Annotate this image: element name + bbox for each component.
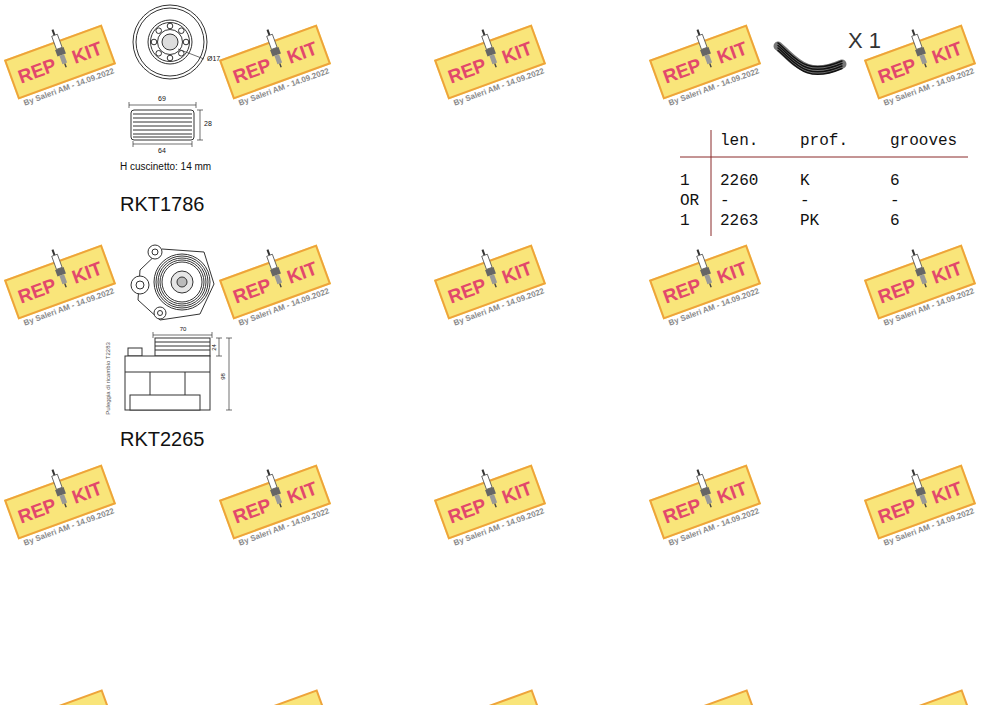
- watermark-logo: REPKITBy Saleri AM - 14.09.2022: [4, 464, 116, 539]
- dimension-label: 64: [158, 147, 166, 155]
- part-number: RKT1786: [120, 193, 205, 216]
- table-cell: -: [800, 192, 810, 210]
- logo-word: KIT: [284, 478, 319, 506]
- table-cell: -: [890, 192, 900, 210]
- logo-word: REP: [445, 55, 488, 86]
- logo-word: REP: [660, 275, 703, 306]
- pulley-front-view: [133, 5, 207, 79]
- tensioner-top-view: [131, 245, 214, 320]
- watermark-logo: REPKITBy Saleri AM - 14.09.2022: [649, 464, 761, 539]
- logo-word: REP: [875, 55, 918, 86]
- logo-word: KIT: [929, 258, 964, 286]
- logo-word: KIT: [929, 38, 964, 66]
- logo-word: REP: [660, 495, 703, 526]
- table-header: len.: [720, 132, 758, 150]
- logo-word: REP: [15, 495, 58, 526]
- note: Puleggia di ricambio T2283: [105, 342, 112, 415]
- watermark-logo: REPKITBy Saleri AM - 14.09.2022: [219, 464, 331, 539]
- logo-word: REP: [445, 495, 488, 526]
- table-cell: 2260: [720, 172, 758, 190]
- table-cell: 6: [890, 172, 900, 190]
- table-cell: OR: [680, 192, 699, 210]
- watermark-logo: REPKITBy Saleri AM - 14.09.2022: [219, 24, 331, 99]
- table-cell: -: [720, 192, 730, 210]
- watermark-logo: REPKITBy Saleri AM - 14.09.2022: [219, 244, 331, 319]
- watermark-logo: REPKITBy Saleri AM - 14.09.2022: [864, 464, 976, 539]
- dimension-label: 69: [158, 95, 166, 103]
- table-cell: PK: [800, 212, 819, 230]
- watermark-logo: REPKITBy Saleri AM - 14.09.2022: [864, 244, 976, 319]
- note: H cuscinetto: 14 mm: [120, 161, 211, 173]
- logo-word: KIT: [714, 258, 749, 286]
- logo-word: REP: [875, 275, 918, 306]
- dimension-label: 98: [220, 373, 227, 380]
- table-cell: 6: [890, 212, 900, 230]
- watermark-fragment: [4, 690, 976, 705]
- table-header: prof.: [800, 132, 848, 150]
- logo-word: REP: [660, 55, 703, 86]
- quantity: X 1: [848, 28, 881, 53]
- logo-word: KIT: [499, 258, 534, 286]
- logo-word: KIT: [499, 38, 534, 66]
- watermark-logo: REPKITBy Saleri AM - 14.09.2022: [434, 244, 546, 319]
- logo-word: KIT: [69, 38, 104, 66]
- watermark-logo: REPKITBy Saleri AM - 14.09.2022: [434, 24, 546, 99]
- part-number: RKT2265: [120, 428, 205, 451]
- logo-word: KIT: [714, 478, 749, 506]
- table-rules: [680, 130, 968, 236]
- pulley-side-view: [129, 102, 203, 147]
- belt-icon: [778, 43, 842, 74]
- logo-word: REP: [230, 495, 273, 526]
- watermark-logo: REPKITBy Saleri AM - 14.09.2022: [649, 24, 761, 99]
- table-cell: 1: [680, 172, 690, 190]
- logo-word: KIT: [69, 478, 104, 506]
- logo-word: KIT: [284, 258, 319, 286]
- logo-word: KIT: [69, 258, 104, 286]
- table-cell: 2263: [720, 212, 758, 230]
- watermark-logo: REPKITBy Saleri AM - 14.09.2022: [4, 24, 116, 99]
- logo-word: REP: [875, 495, 918, 526]
- logo-word: REP: [445, 275, 488, 306]
- tensioner-side-view: [125, 332, 232, 410]
- watermark-logo: REPKITBy Saleri AM - 14.09.2022: [649, 244, 761, 319]
- watermark-logo: REPKITBy Saleri AM - 14.09.2022: [4, 244, 116, 319]
- logo-word: REP: [230, 275, 273, 306]
- logo-word: REP: [15, 55, 58, 86]
- dimension-label: Ø17: [207, 55, 220, 63]
- table-header: grooves: [890, 132, 957, 150]
- logo-word: KIT: [499, 478, 534, 506]
- dimension-label: 24: [211, 344, 218, 351]
- table-cell: 1: [680, 212, 690, 230]
- logo-word: KIT: [284, 38, 319, 66]
- watermark-logo: REPKITBy Saleri AM - 14.09.2022: [434, 464, 546, 539]
- logo-word: REP: [230, 55, 273, 86]
- table-cell: K: [800, 172, 810, 190]
- logo-word: KIT: [714, 38, 749, 66]
- dimension-label: 70: [180, 326, 187, 333]
- dimension-label: 28: [204, 120, 212, 128]
- logo-word: REP: [15, 275, 58, 306]
- logo-word: KIT: [929, 478, 964, 506]
